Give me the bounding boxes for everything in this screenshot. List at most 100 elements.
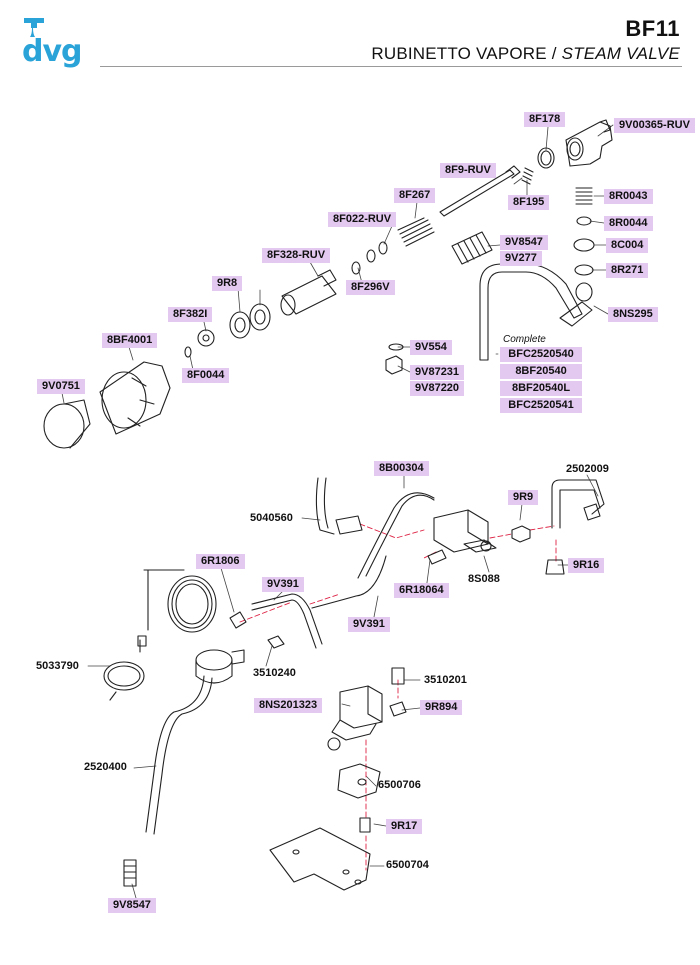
fitting-9R17 [359,817,371,833]
oring-9V554 [388,343,404,351]
washer-8F382I [197,329,215,347]
spring-8R0043 [575,187,593,205]
part-label: 5040560 [250,512,293,524]
part-label: 8NS201323 [254,698,323,713]
part-label: 9R16 [568,558,605,573]
part-label: 8F178 [524,112,566,127]
part-label: 8BF20540 [500,364,582,379]
steam-wand [479,263,593,361]
fitting-6R18064 [427,549,447,565]
part-label: 8F022-RUV [328,212,397,227]
part-label: 9V87220 [410,381,465,396]
leader-lines-top [61,124,614,404]
part-label: 3510201 [424,674,467,686]
part-label: 8F195 [508,195,550,210]
part-label: 8F328-RUV [262,248,331,263]
part-label: 8S088 [468,573,500,585]
cable-5033790 [103,635,147,701]
pipe-2520400 [145,675,213,835]
part-label: 8F267 [394,188,436,203]
part-label: 6R1806 [196,554,245,569]
sleeve-9V8547-bottom [123,859,137,887]
fitting-3510240 [267,635,285,649]
part-label: 8R271 [606,263,649,278]
part-label: 8F296V [346,280,395,295]
part-label: 8R0043 [604,189,653,204]
part-label: 9V554 [410,340,452,355]
small-spring [521,167,534,185]
ring-8F022 [378,241,388,255]
capillary-coil [143,569,217,633]
nozzle-9V87231 [385,355,403,375]
header-rule [100,66,682,67]
valve-body-part [565,119,613,167]
cap-9V0751 [43,399,91,449]
part-label: 3510240 [253,667,296,679]
fitting-9R9 [511,525,531,543]
part-label: 8B00304 [374,461,429,476]
part-label: 9V391 [262,577,304,592]
washer-8R0044 [576,216,592,226]
tube-2502009 [551,479,605,529]
sleeve-9V8547 [451,231,493,265]
dvg-logo [18,14,98,82]
bracket-plate-6500704 [269,827,371,891]
part-label: BFC2520540 [500,347,582,362]
part-label: 6500706 [378,779,421,791]
part-label: 9R894 [420,700,463,715]
part-label: 9V0751 [37,379,85,394]
leader-lines-bottom [87,474,599,899]
part-label: 9V391 [348,617,390,632]
cable-5040560 [315,477,363,535]
fitting-9R16 [545,559,565,575]
hose-8B00304 [357,492,435,579]
part-label: 8F0044 [182,368,230,383]
assembly-lines [239,523,557,871]
valve-rod [439,165,521,217]
page-title: RUBINETTO VAPORE / STEAM VALVE [371,44,680,64]
gasket-ring [537,147,555,169]
tube-9V391-left [251,593,323,649]
part-label: 2502009 [566,463,609,475]
part-label: 8BF20540L [500,381,582,396]
title-english: STEAM VALVE [561,44,680,63]
part-label: 5033790 [36,660,79,672]
part-label: 9V87231 [410,365,465,380]
part-label: 8F9-RUV [440,163,496,178]
part-label: 9R9 [508,490,539,505]
boiler-cup [195,649,245,684]
nuts-9R8 [229,303,271,339]
part-label: 6500704 [386,859,429,871]
part-label: 8C004 [606,238,649,253]
faucet-icon [24,18,44,37]
tube-9V391-right [311,555,387,609]
part-label: 9R17 [386,819,423,834]
knob-8BF4001 [99,361,171,435]
model-code: BF11 [625,16,680,41]
logo-text: dvg [22,34,83,69]
part-label: 9V277 [500,251,542,266]
fitting-9R894 [389,701,407,717]
complete-note: Complete [503,334,546,345]
part-label: BFC2520541 [500,398,582,413]
fitting-3510201 [391,667,405,685]
part-label: 2520400 [84,761,127,773]
part-label: 9R8 [212,276,243,291]
part-label: 9V00365-RUV [614,118,695,133]
part-label: 6R18064 [394,583,449,598]
solenoid-valve-8S088 [433,509,497,553]
part-label: 9V8547 [108,898,156,913]
part-label: 8F382I [168,307,213,322]
bracket-6500706 [337,763,381,799]
spring-8F267 [397,217,435,247]
pin-8F0044 [184,346,192,358]
part-label: 8BF4001 [102,333,158,348]
title-italian: RUBINETTO VAPORE / [371,44,562,63]
part-label: 8NS295 [608,307,658,322]
solenoid-8NS201323 [327,685,383,751]
ring-8R271 [574,264,594,276]
cap-8C004 [573,238,595,252]
fitting-6R1806 [229,611,247,629]
valve-stem-8F328 [280,261,361,316]
